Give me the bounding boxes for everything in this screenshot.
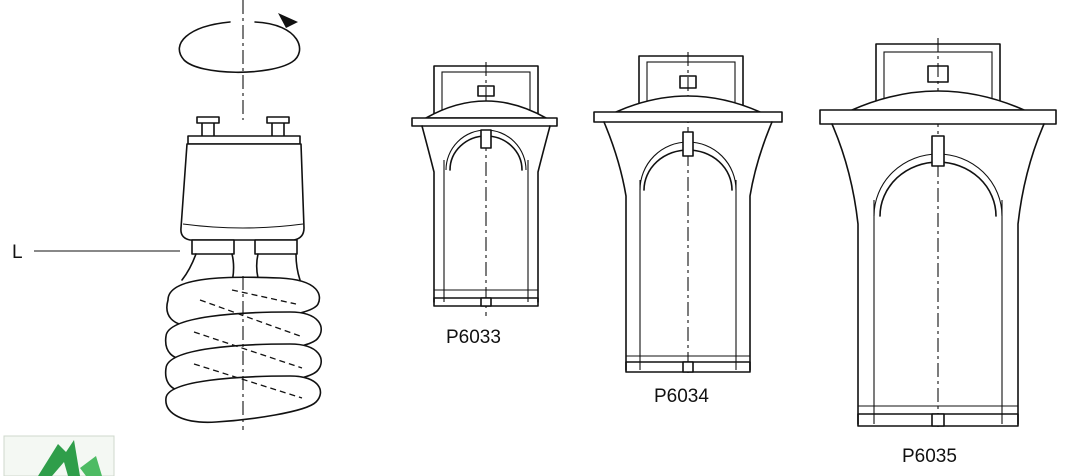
fixture-p6034-drawing (593, 52, 783, 375)
model-label-p6033: P6033 (446, 327, 501, 348)
spiral-tube (164, 276, 323, 424)
fixture-p6033-drawing (411, 62, 558, 316)
arrow-head (278, 13, 298, 28)
fixture-p6035-drawing (819, 38, 1057, 430)
model-label-p6034: P6034 (654, 386, 709, 407)
recycle-leaf-logo-icon (3, 435, 115, 476)
lamp-marker-label: L (12, 242, 23, 263)
rotation-arrow-icon (178, 21, 301, 74)
model-label-p6035: P6035 (902, 446, 957, 467)
cfl-bulb-drawing (34, 0, 323, 430)
